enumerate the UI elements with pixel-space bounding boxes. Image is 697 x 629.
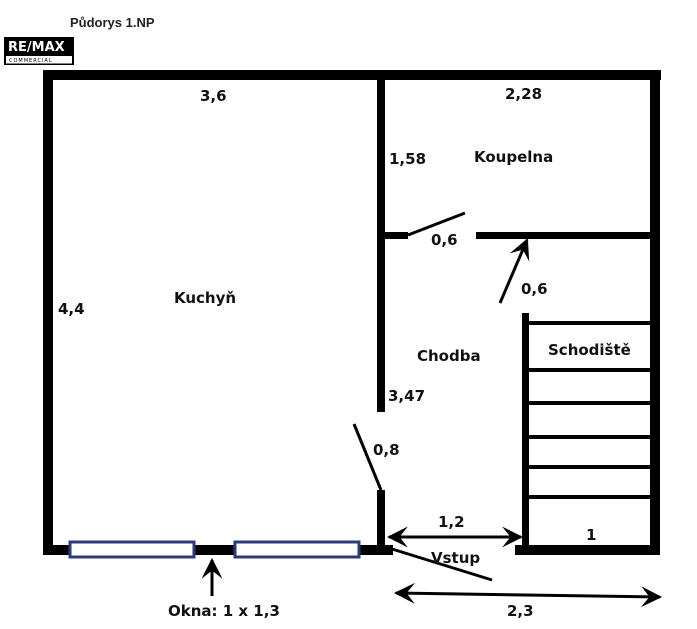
dim-stair-width: 1 xyxy=(586,526,596,544)
room-bathroom: Koupelna xyxy=(474,148,553,166)
plan-title: Půdorys 1.NP xyxy=(70,15,155,30)
dim-kitchen-length: 4,4 xyxy=(58,300,85,318)
remax-logo: RE/MAX COMMERCIAL xyxy=(4,37,74,65)
wall-bathroom-right xyxy=(476,232,652,239)
stair-steps xyxy=(526,321,652,499)
dim-kitchen-door: 0,8 xyxy=(373,441,400,459)
total-dimension-arrow xyxy=(393,582,663,608)
bathroom-door xyxy=(407,211,466,237)
entrance-door xyxy=(391,547,493,582)
dim-kitchen-width: 3,6 xyxy=(200,87,227,105)
dim-hall-door: 0,6 xyxy=(521,280,548,298)
wall-interior-lower xyxy=(377,490,385,550)
stair-wall xyxy=(522,313,529,548)
dim-total-width: 2,3 xyxy=(507,602,534,620)
dim-bathroom-width: 2,28 xyxy=(505,85,542,103)
room-kitchen: Kuchyň xyxy=(174,289,236,307)
wall-bottom-right xyxy=(515,545,660,555)
logo-brand: RE/MAX xyxy=(8,40,65,55)
hall-door-arrow xyxy=(498,238,530,304)
wall-left xyxy=(43,70,53,555)
wall-bathroom-left xyxy=(385,232,408,239)
walls xyxy=(43,70,661,555)
windows-label: Okna: 1 x 1,3 xyxy=(168,602,280,620)
wall-bottom-left xyxy=(43,545,393,555)
room-entrance: Vstup xyxy=(431,549,480,567)
dim-bathroom-length: 1,58 xyxy=(389,150,426,168)
door-swings xyxy=(352,211,493,582)
wall-interior-upper xyxy=(377,75,385,412)
dim-hall-length: 3,47 xyxy=(388,387,425,405)
kitchen-door xyxy=(352,423,383,491)
window-1 xyxy=(68,540,196,559)
wall-right xyxy=(650,70,660,555)
room-hallway: Chodba xyxy=(417,347,481,365)
room-staircase: Schodiště xyxy=(548,341,631,359)
dim-bathroom-door: 0,6 xyxy=(431,231,458,249)
window-2 xyxy=(233,540,361,559)
windows xyxy=(68,540,361,559)
wall-top xyxy=(43,70,661,80)
logo-sub: COMMERCIAL xyxy=(9,58,53,64)
dim-entrance-width: 1,2 xyxy=(438,513,465,531)
